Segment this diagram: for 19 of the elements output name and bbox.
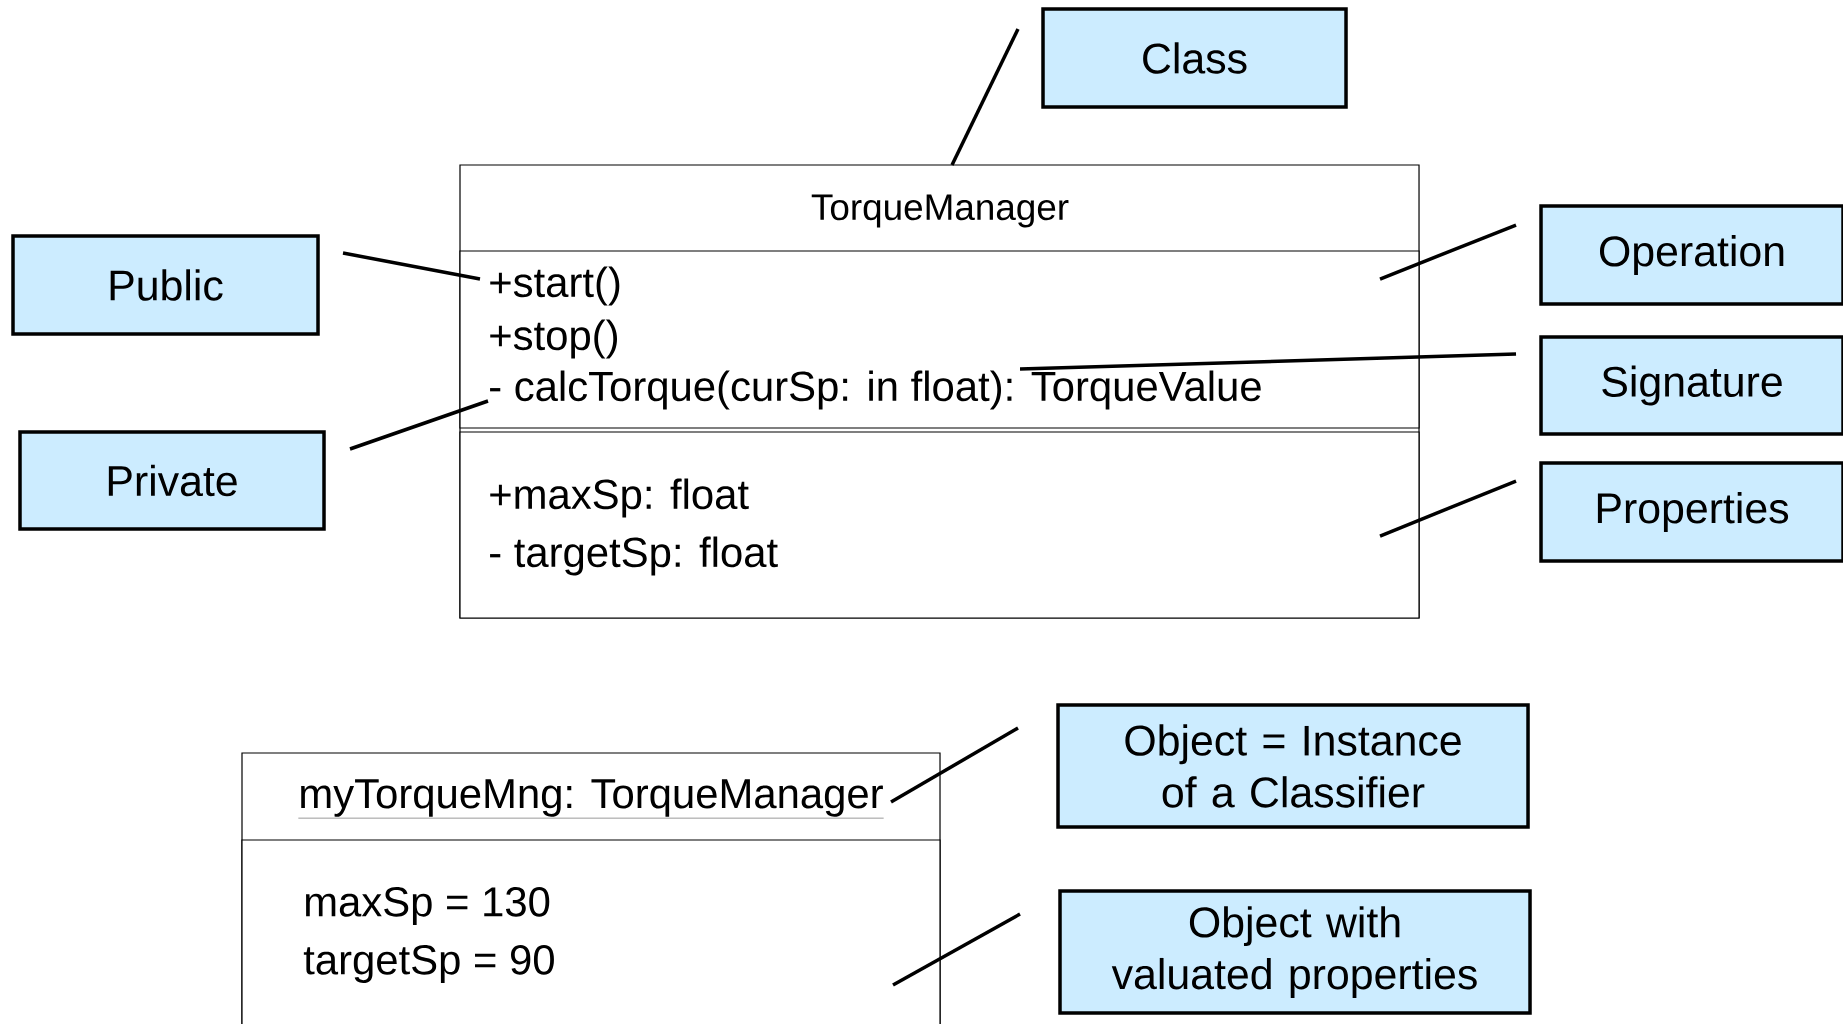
compartment: maxSp = 130 targetSp = 90 xyxy=(241,839,941,1024)
leader-line xyxy=(1379,223,1517,281)
leader-line xyxy=(892,912,1021,987)
leader-line xyxy=(890,726,1019,804)
callout-box: Public xyxy=(11,234,320,336)
callout-box: Private xyxy=(18,430,326,531)
leader-line xyxy=(1019,352,1517,371)
leader-line xyxy=(342,251,481,281)
callout-box: Properties xyxy=(1539,461,1843,563)
compartment: +start() +stop() - calcTorque(curSp: in float): TorqueValue xyxy=(459,250,1420,429)
callout-box: Class xyxy=(1041,7,1348,109)
leader-line xyxy=(349,399,489,451)
leader-line xyxy=(1379,479,1517,538)
callout-box: Object with valuated properties xyxy=(1058,889,1532,1015)
compartment: +maxSp: float - targetSp: float xyxy=(459,431,1420,619)
callout-box: Signature xyxy=(1539,335,1843,436)
callout-box: Operation xyxy=(1539,204,1843,306)
leader-line xyxy=(950,28,1020,166)
callout-box: Object = Instance of a Classifier xyxy=(1056,703,1530,829)
